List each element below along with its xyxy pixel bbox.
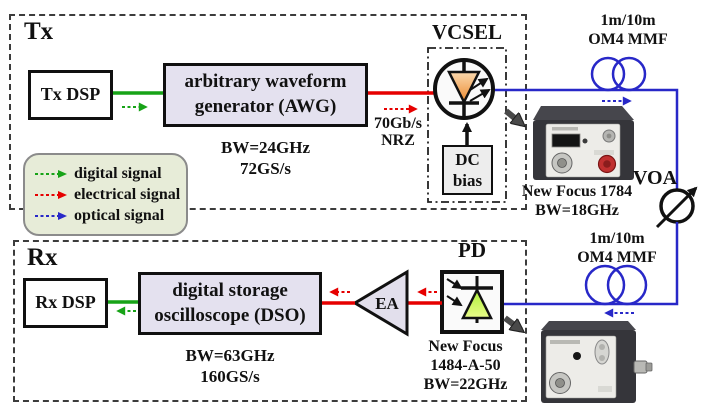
voa-title: VOA [632, 167, 678, 189]
dso-label-line2: oscilloscope (DSO) [154, 304, 306, 326]
fiber-coil-2-icon [584, 264, 648, 306]
tx-dsp-box: Tx DSP [28, 70, 113, 120]
ea-title: EA [375, 294, 399, 313]
awg-bandwidth: BW=24GHz [220, 138, 311, 157]
fiber2-length: 1m/10m [589, 230, 645, 247]
fiber1-label: 1m/10m OM4 MMF [578, 11, 678, 49]
awg-specs: BW=24GHz 72GS/s [163, 137, 368, 179]
legend-digital-label: digital signal [74, 164, 162, 182]
awg-box: arbitrary waveform generator (AWG) [163, 63, 368, 127]
dc-bias-box: DC bias [442, 145, 493, 195]
signal-rate-label: 70Gb/s NRZ [366, 115, 430, 149]
awg-sample-rate: 72GS/s [239, 159, 292, 178]
legend-electrical-row: electrical signal [34, 186, 186, 204]
pd-title: PD [458, 238, 486, 262]
rx-dsp-box: Rx DSP [23, 278, 108, 328]
rx-dsp-label: Rx DSP [35, 292, 96, 313]
fiber1-length: 1m/10m [600, 12, 656, 29]
new-focus-1484-photo [541, 321, 653, 403]
dso-specs: BW=63GHz 160GS/s [138, 345, 322, 387]
receiver1-bandwidth: BW=18GHz [535, 202, 619, 219]
fiber1-type: OM4 MMF [588, 31, 668, 48]
dc-bias-line1: DC [455, 149, 480, 169]
optical-signal-legend-arrow-icon [35, 211, 67, 220]
receiver1-name: New Focus 1784 [521, 183, 633, 200]
receiver1-label: New Focus 1784 BW=18GHz [512, 182, 642, 220]
voa-attenuator-icon [655, 186, 698, 229]
bitrate-label: 70Gb/s [373, 115, 422, 132]
dso-sample-rate: 160GS/s [200, 367, 260, 386]
rx-region-label: Rx [27, 244, 58, 271]
dso-label-line1: digital storage [172, 279, 288, 301]
tx-region-label: Tx [24, 18, 54, 45]
rx-region-outline [13, 240, 527, 402]
fiber-coil-1-icon [590, 56, 647, 92]
legend-electrical-label: electrical signal [74, 185, 181, 203]
photodetector2-model: 1484-A-50 [430, 357, 501, 374]
signal-legend: digital signal electrical signal optical… [23, 153, 188, 236]
awg-label-line2: generator (AWG) [194, 96, 337, 117]
fiber2-label: 1m/10m OM4 MMF [567, 229, 667, 267]
photodetector2-label: New Focus 1484-A-50 BW=22GHz [413, 337, 518, 394]
vcsel-title: VCSEL [431, 20, 503, 44]
new-focus-1784-photo [533, 106, 634, 180]
legend-digital-row: digital signal [34, 165, 186, 183]
dso-bandwidth: BW=63GHz [185, 346, 275, 365]
electrical-signal-legend-arrow-icon [35, 190, 67, 199]
modulation-label: NRZ [381, 132, 415, 149]
digital-signal-legend-arrow-icon [35, 169, 67, 178]
awg-label-line1: arbitrary waveform [184, 71, 347, 93]
dso-box: digital storage oscilloscope (DSO) [138, 272, 322, 335]
legend-optical-row: optical signal [34, 207, 186, 225]
photodetector2-name: New Focus [428, 338, 503, 355]
legend-optical-label: optical signal [74, 206, 165, 224]
dc-bias-line2: bias [452, 171, 483, 190]
photodetector2-bandwidth: BW=22GHz [423, 376, 508, 393]
tx-dsp-label: Tx DSP [40, 84, 101, 105]
fiber2-type: OM4 MMF [577, 249, 657, 266]
